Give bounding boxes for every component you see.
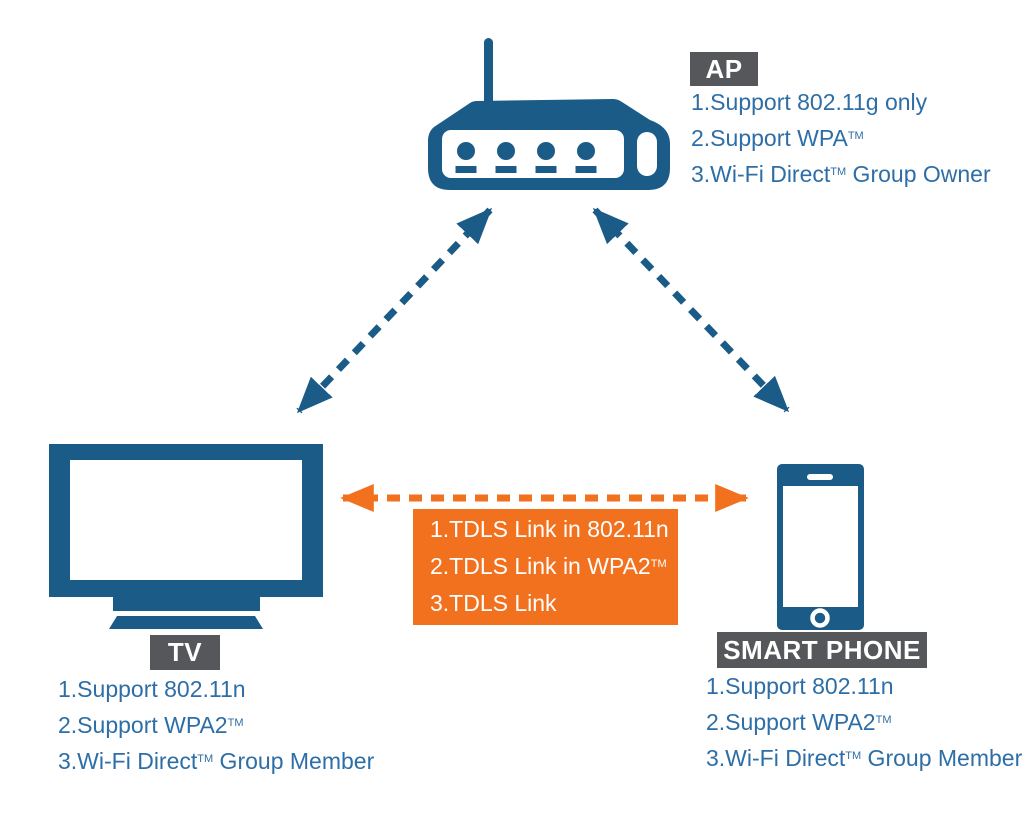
ap-spec-item-3: 3.Wi-Fi DirectTM Group Owner	[691, 161, 991, 187]
smartphone-icon	[777, 464, 864, 630]
tv-spec-item-2: 2.Support WPA2TM	[58, 712, 244, 738]
tdls-item-2: 2.TDLS Link in WPA2TM	[430, 553, 667, 579]
smartphone-label: SMART PHONE	[717, 632, 927, 668]
ap-tv-link-arrow	[296, 207, 493, 414]
smartphone-spec-list: 1.Support 802.11n 2.Support WPA2TM 3.Wi-…	[706, 668, 1022, 776]
ap-spec-item-1: 1.Support 802.11g only	[691, 89, 928, 115]
smartphone-spec-item-2: 2.Support WPA2TM	[706, 709, 892, 735]
tv-label: TV	[150, 635, 220, 670]
ap-spec-list: 1.Support 802.11g only 2.Support WPATM 3…	[691, 84, 991, 192]
ap-label: AP	[690, 52, 758, 86]
tdls-item-1: 1.TDLS Link in 802.11n	[430, 516, 669, 542]
tv-spec-item-3: 3.Wi-Fi DirectTM Group Member	[58, 748, 375, 774]
tv-spec-list: 1.Support 802.11n 2.Support WPA2TM 3.Wi-…	[58, 671, 374, 779]
smartphone-spec-item-1: 1.Support 802.11n	[706, 673, 894, 699]
ap-spec-item-2: 2.Support WPATM	[691, 125, 864, 151]
tv-spec-item-1: 1.Support 802.11n	[58, 676, 246, 702]
router-icon	[428, 38, 670, 190]
ap-phone-link-arrow	[592, 207, 790, 413]
tv-icon	[49, 444, 323, 629]
tdls-item-3: 3.TDLS Link	[430, 590, 557, 616]
smartphone-spec-item-3: 3.Wi-Fi DirectTM Group Member	[706, 745, 1023, 771]
tdls-info-box: 1.TDLS Link in 802.11n 2.TDLS Link in WP…	[413, 509, 678, 625]
